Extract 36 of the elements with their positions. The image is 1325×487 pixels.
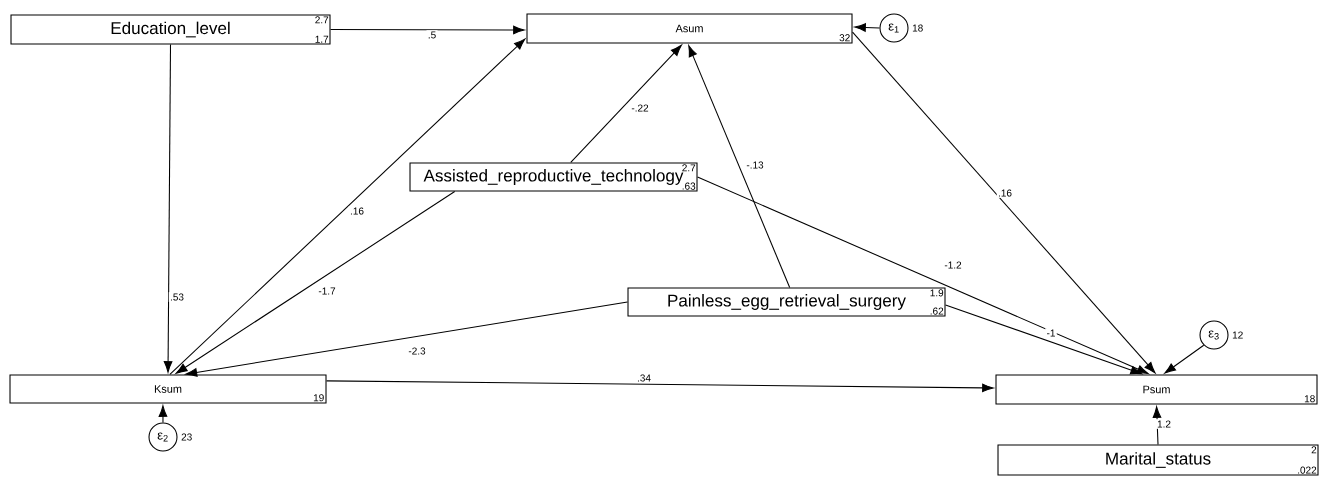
arrow	[175, 191, 456, 374]
edge-label: -.13	[745, 160, 765, 170]
arrow	[163, 44, 173, 373]
arrow	[330, 25, 525, 35]
variable-box: Asum 32	[526, 13, 853, 44]
edge-label: .53	[168, 292, 186, 302]
arrow	[1164, 344, 1205, 374]
edge-label: .16	[348, 206, 366, 216]
arrow	[169, 38, 526, 375]
variable-box: Psum 18	[995, 374, 1318, 405]
edge-label: -1	[1045, 328, 1057, 338]
edge-label: .34	[635, 373, 653, 383]
arrow	[158, 405, 168, 423]
arrow	[570, 44, 682, 163]
edge-label: -1.7	[317, 286, 337, 296]
variance-value: 23	[181, 433, 192, 441]
variable-box: Painless_egg_retrieval_surgery 1.9 .62	[627, 287, 946, 317]
variable-box: Ksum 19	[9, 374, 327, 404]
arrow	[1152, 406, 1162, 445]
edge-label: .5	[426, 30, 438, 40]
arrow	[697, 176, 1149, 375]
variable-box: Education_level 2.7 1.7	[10, 14, 331, 45]
arrow	[688, 45, 791, 288]
arrow	[326, 380, 994, 393]
arrow	[945, 304, 1142, 375]
arrow	[852, 31, 1156, 374]
variance-value: 12	[1232, 331, 1243, 339]
variable-box: Marital_status 2 .022	[997, 444, 1319, 476]
arrow	[854, 23, 880, 32]
edge-label: -.22	[630, 103, 650, 113]
edge-label: -2.3	[407, 346, 427, 356]
edge-label: 1.2	[1155, 419, 1173, 429]
edge-label: -1.2	[943, 260, 963, 270]
variance-value: 18	[912, 24, 923, 32]
edge-label: .16	[996, 188, 1014, 198]
arrow	[185, 301, 628, 377]
